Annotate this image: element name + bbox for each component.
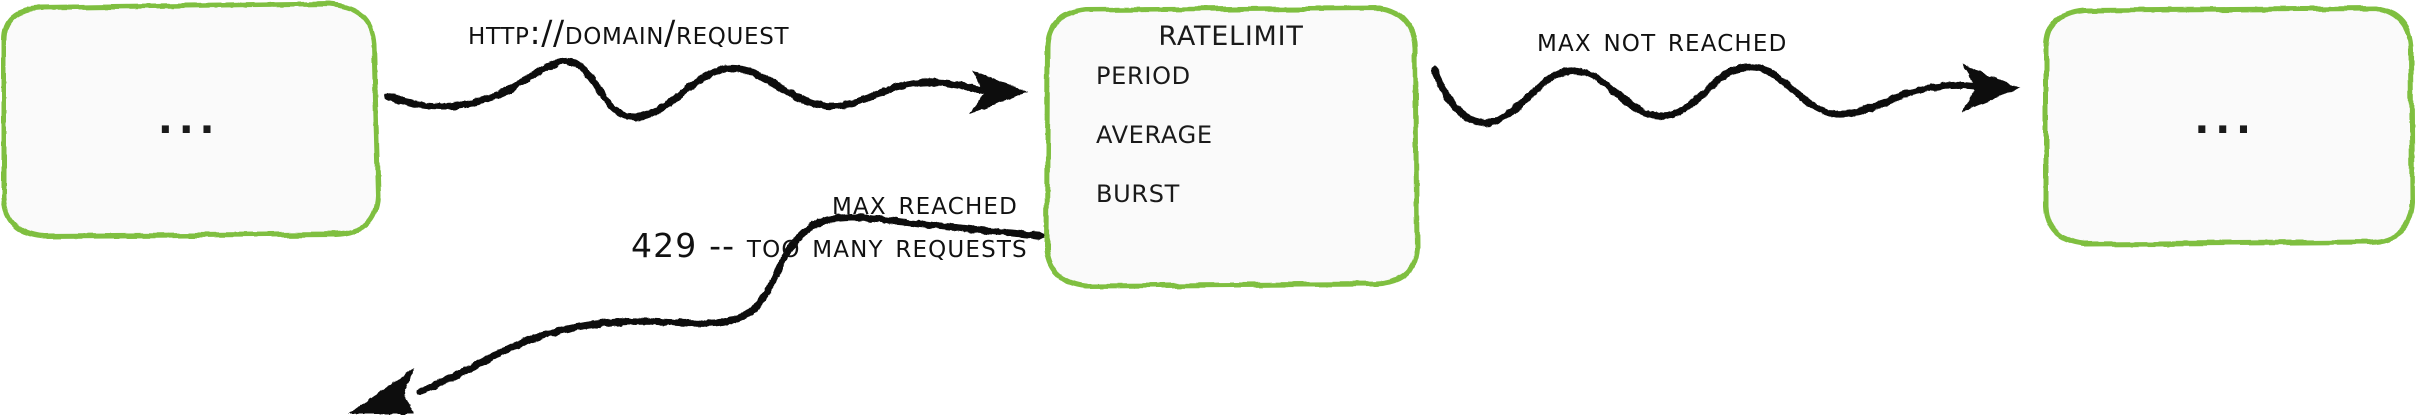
left-ellipsis-box-label: ...: [157, 97, 221, 143]
right-ellipsis-box-label: ...: [2194, 97, 2257, 143]
edge-max-reached-label: Max Reached: [832, 183, 1018, 222]
right-ellipsis-box-shape[interactable]: [2043, 5, 2415, 247]
ratelimit-box-title: RateLimit: [1158, 10, 1304, 54]
ratelimit-box-shape[interactable]: [1044, 5, 1420, 289]
edge-max-not-reached-label: Max not reached: [1537, 20, 1788, 59]
ratelimit-item-period: Period: [1096, 53, 1191, 93]
ratelimit-item-average: Average: [1096, 112, 1213, 152]
edge-max-reached-status-label: 429 -- Too Many Requests: [631, 226, 1028, 265]
left-ellipsis-box-shape[interactable]: [1, 1, 381, 239]
edge-http-request-label: http://domain/request: [468, 13, 790, 52]
edge-http-request-arrow: [384, 57, 1028, 121]
ratelimit-item-burst: Burst: [1096, 171, 1181, 211]
edge-max-reached-arrow: [348, 213, 1046, 414]
edge-max-not-reached-arrow: [1430, 63, 2020, 127]
